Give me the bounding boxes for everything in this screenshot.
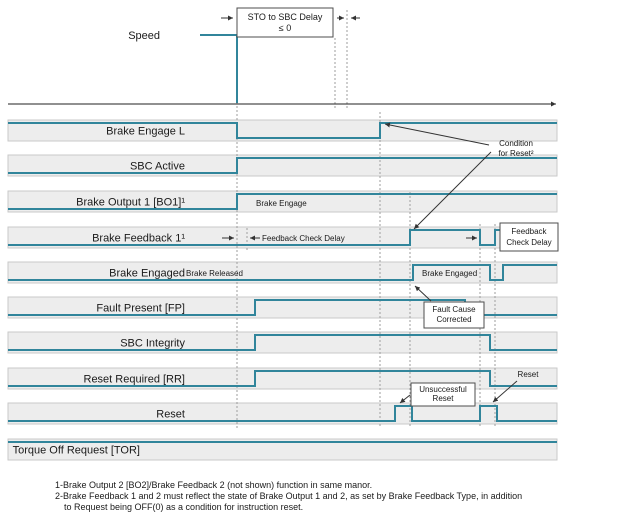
fault-cause-line2: Corrected: [436, 315, 471, 324]
time-guides: [236, 10, 496, 430]
signal-label: Fault Present [FP]: [96, 303, 185, 315]
signal-band: [7, 331, 558, 354]
sto-delay-line2: ≤ 0: [279, 23, 291, 33]
signal-band: [7, 154, 558, 177]
footnote-1: 1-Brake Output 2 [BO2]/Brake Feedback 2 …: [55, 480, 372, 490]
signal-label: SBC Active: [130, 161, 185, 173]
signal-band: [7, 438, 558, 461]
sto-delay-box: [236, 7, 334, 38]
signal-band: [7, 190, 558, 213]
signal-label: SBC Integrity: [120, 338, 185, 350]
feedback-check-delay-box: [499, 222, 559, 252]
waveform: [8, 157, 557, 174]
unsuccessful-reset-box: [410, 382, 476, 407]
signal-label: Brake Feedback 1¹: [92, 233, 185, 245]
reset-callout-label: Reset: [518, 370, 540, 379]
signal-band: [7, 119, 558, 142]
fault-cause-arrow: [414, 285, 432, 302]
waveform: [8, 405, 557, 422]
condition-arrow-to-feedback: [413, 151, 492, 230]
speed-label: Speed: [128, 30, 160, 42]
waveform: [8, 334, 557, 351]
footnote-3: to Request being OFF(0) as a condition f…: [64, 502, 303, 512]
signal-band: [7, 296, 558, 319]
signal-label: Torque Off Request [TOR]: [13, 445, 140, 457]
feedback-check-delay-note: Feedback Check Delay: [262, 234, 345, 243]
unsuccessful-reset-line2: Reset: [433, 394, 455, 403]
fault-cause-box: [423, 301, 485, 329]
signal-label: Brake Engage L: [106, 126, 185, 138]
feedback-box-line1: Feedback: [511, 227, 547, 236]
signal-label: Brake Output 1 [BO1]¹: [76, 197, 185, 209]
brake-engage-note: Brake Engage: [256, 199, 307, 208]
unsuccessful-reset-arrow: [399, 394, 411, 404]
feedback-box-line2: Check Delay: [506, 238, 551, 247]
condition-arrow-to-brake-engage: [384, 122, 490, 146]
sto-delay-line1: STO to SBC Delay: [248, 12, 323, 22]
brake-engaged-note: Brake Engaged: [422, 269, 477, 278]
speed-trace: [200, 34, 238, 103]
condition-for-reset-line1: Condition: [499, 139, 533, 148]
waveform: [8, 193, 557, 210]
waveform: [8, 122, 557, 139]
footnote-2: 2-Brake Feedback 1 and 2 must reflect th…: [55, 491, 522, 501]
waveform: [8, 264, 557, 281]
signal-band: [7, 402, 558, 425]
signal-label: Reset Required [RR]: [84, 374, 186, 386]
annotations-layer: Speed STO to SBC Delay ≤ 0 Condition for…: [8, 7, 559, 512]
reset-callout-arrow: [492, 380, 518, 403]
waveform: [8, 370, 557, 387]
signal-label: Brake Engaged: [109, 268, 185, 280]
fault-cause-line1: Fault Cause: [432, 305, 476, 314]
signal-band: [7, 261, 558, 284]
brake-released-note: Brake Released: [186, 269, 243, 278]
unsuccessful-reset-line1: Unsuccessful: [419, 385, 467, 394]
waveform: [8, 229, 557, 246]
signal-label: Reset: [156, 409, 185, 421]
condition-for-reset-line2: for Reset²: [498, 149, 533, 158]
